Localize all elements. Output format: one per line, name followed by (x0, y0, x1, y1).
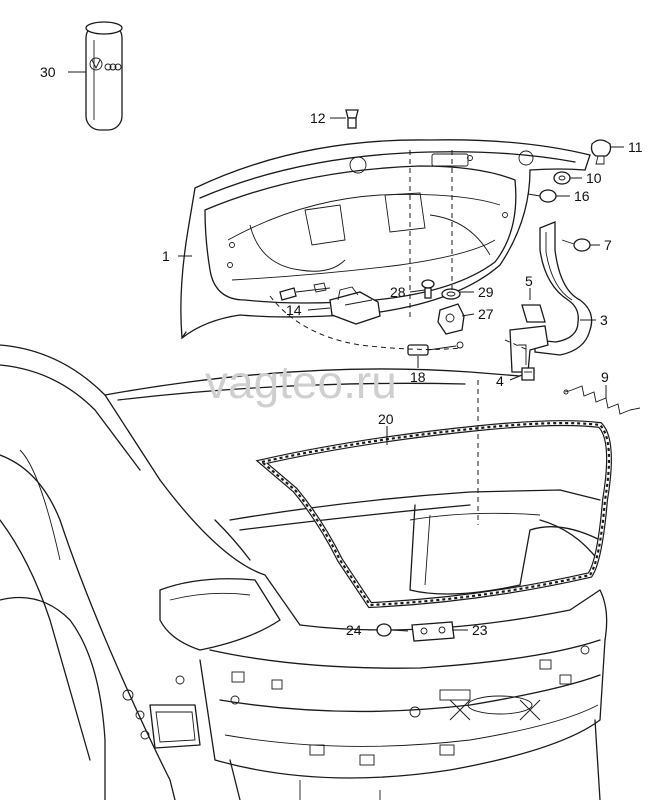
bolt-7 (561, 238, 591, 252)
bracket-23 (411, 621, 455, 642)
callout-10: 10 (586, 170, 602, 186)
car-body (0, 344, 608, 800)
callout-11: 11 (628, 139, 643, 155)
grommet-11 (590, 139, 612, 165)
cable-18 (407, 341, 464, 356)
callout-7: 7 (604, 237, 612, 253)
watermark: vagteo.ru (205, 356, 397, 408)
callout-27: 27 (478, 306, 494, 322)
adhesive-can-part (85, 21, 123, 131)
callout-18: 18 (410, 369, 426, 385)
lock-part (279, 282, 381, 325)
leader-lines (68, 71, 624, 631)
callout-12: 12 (310, 110, 326, 126)
callout-16: 16 (574, 188, 590, 204)
striker-part (509, 304, 549, 381)
screw-28 (421, 279, 435, 299)
callout-29: 29 (478, 284, 494, 300)
washer-29 (441, 288, 461, 300)
callout-23: 23 (472, 622, 488, 638)
callout-24: 24 (346, 622, 362, 638)
callout-20: 20 (378, 411, 394, 427)
assembly-line (504, 339, 529, 351)
callout-5: 5 (525, 273, 533, 289)
bolt-16 (527, 189, 557, 203)
callout-3: 3 (600, 312, 608, 328)
callout-14: 14 (286, 302, 302, 318)
trunk-seal-part (255, 420, 612, 609)
hinge-part (534, 221, 593, 356)
assembly-line (269, 295, 461, 350)
trunk-lid-part (180, 139, 591, 340)
callout-1: 1 (162, 248, 170, 264)
vw-audi-logo-icon (89, 57, 122, 71)
lock-cylinder-27 (437, 303, 465, 335)
callout-30: 30 (40, 64, 56, 80)
gas-spring-part (563, 385, 641, 415)
callout-9: 9 (601, 369, 609, 385)
callout-28: 28 (390, 284, 406, 300)
fastener-12 (345, 109, 359, 129)
callout-4: 4 (496, 373, 504, 389)
nut-10 (553, 171, 571, 185)
